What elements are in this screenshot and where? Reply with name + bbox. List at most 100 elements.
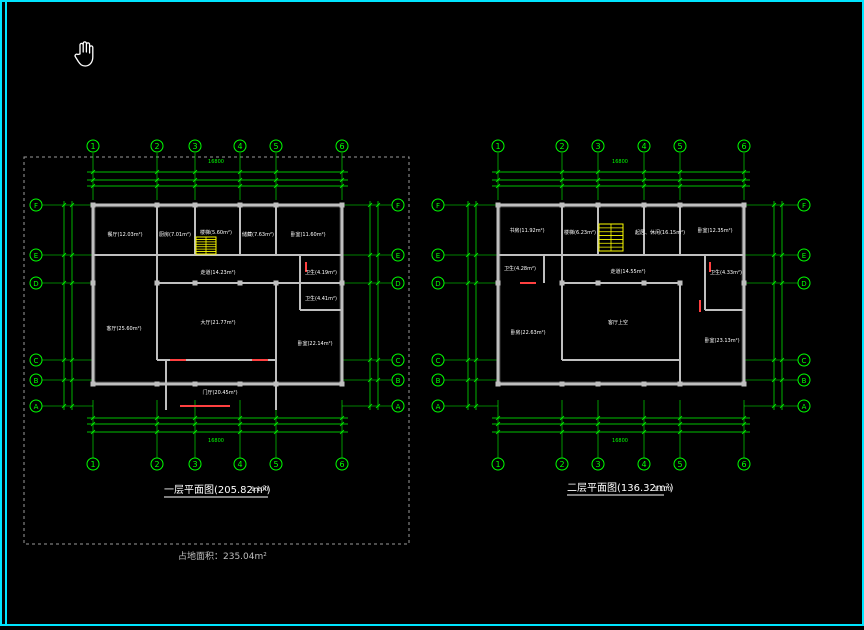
grid-bubble-row [29, 373, 43, 387]
grid-bubble-column [150, 139, 164, 153]
structural-column [559, 280, 565, 286]
grid-bubble-label: 4 [641, 142, 646, 151]
grid-bubble-column [269, 139, 283, 153]
grid-bubble-label: E [436, 252, 440, 260]
grid-bubble-column [86, 457, 100, 471]
grid-bubble-label: 3 [192, 142, 197, 151]
room-label: 楼梯(6.23m²) [564, 229, 596, 236]
grid-bubble-row [29, 248, 43, 262]
grid-bubble-label: 5 [677, 460, 682, 469]
grid-bubble-label: B [396, 377, 401, 385]
grid-bubble-label: E [802, 252, 806, 260]
plan1-dimensions [42, 153, 392, 458]
grid-bubble-label: E [396, 252, 400, 260]
plan1-room-labels: 餐厅(12.03m²)厨房(7.01m²)楼梯(5.60m²)储藏(7.63m²… [106, 229, 337, 396]
grid-bubble-column [555, 139, 569, 153]
grid-bubble-row [797, 373, 811, 387]
structural-column [90, 280, 96, 286]
exterior-wall-inner [499, 206, 743, 383]
plan1-site-area-note: 占地面积：235.04m² [178, 550, 267, 562]
grid-bubble-row [391, 248, 405, 262]
room-label: 卧室(23.13m²) [704, 337, 739, 344]
grid-bubble-column [188, 139, 202, 153]
grid-bubble-row [391, 353, 405, 367]
plan1-scale: 1:100 [251, 486, 268, 493]
grid-bubble-row [391, 373, 405, 387]
room-label: 书房(11.92m²) [509, 227, 544, 234]
grid-bubble-label: D [435, 280, 440, 288]
plan2-overall-width-bottom: 16800 [612, 438, 628, 444]
grid-bubble-label: B [802, 377, 807, 385]
grid-bubble-column [335, 457, 349, 471]
grid-bubble-column [737, 139, 751, 153]
plan1-floor-plan[interactable]: 餐厅(12.03m²)厨房(7.01m²)楼梯(5.60m²)储藏(7.63m²… [29, 139, 405, 562]
structural-column [154, 280, 160, 286]
grid-bubble-column [233, 139, 247, 153]
room-label: 卧室(22.14m²) [297, 340, 332, 347]
structural-column [741, 202, 747, 208]
structural-column [559, 202, 565, 208]
grid-bubble-label: 5 [273, 142, 278, 151]
room-label: 餐厅(12.03m²) [107, 231, 142, 238]
structural-column [677, 381, 683, 387]
plan2-stair [598, 223, 624, 252]
grid-bubble-label: 4 [641, 460, 646, 469]
structural-column [90, 381, 96, 387]
grid-bubble-row [797, 399, 811, 413]
room-label: 卫生(4.33m²) [710, 269, 742, 276]
grid-bubble-label: D [33, 280, 38, 288]
grid-bubble-row [797, 276, 811, 290]
plan2-floor-plan[interactable]: 书房(11.92m²)楼梯(6.23m²)起居、休闲(16.15m²)卧室(12… [431, 139, 811, 496]
plan1-stair [195, 236, 217, 255]
structural-column [595, 381, 601, 387]
grid-bubble-label: 6 [741, 460, 746, 469]
grid-bubble-label: 5 [677, 142, 682, 151]
grid-bubble-label: 6 [339, 142, 344, 151]
grid-bubble-label: B [436, 377, 441, 385]
grid-bubble-label: 4 [237, 460, 242, 469]
grid-bubble-column [233, 457, 247, 471]
room-label: 大厅(21.77m²) [200, 319, 235, 326]
grid-bubble-label: 1 [90, 460, 95, 469]
structural-column [677, 202, 683, 208]
grid-bubble-column [86, 139, 100, 153]
structural-column [237, 381, 243, 387]
grid-bubble-row [431, 276, 445, 290]
grid-bubble-row [391, 399, 405, 413]
plan2-overall-width-top: 16800 [612, 159, 628, 165]
grid-bubble-label: 6 [741, 142, 746, 151]
plan2-scale: 1:100 [654, 486, 671, 493]
grid-bubble-label: 3 [595, 142, 600, 151]
grid-bubble-label: 5 [273, 460, 278, 469]
room-label: 门厅(20.45m²) [202, 389, 237, 396]
structural-column [90, 202, 96, 208]
structural-column [495, 280, 501, 286]
plan2-room-labels: 书房(11.92m²)楼梯(6.23m²)起居、休闲(16.15m²)卧室(12… [504, 227, 742, 344]
structural-column [273, 202, 279, 208]
grid-bubble-row [797, 198, 811, 212]
structural-column [677, 280, 683, 286]
structural-column [495, 381, 501, 387]
structural-column [237, 202, 243, 208]
grid-bubble-label: C [802, 357, 807, 365]
grid-bubble-label: F [34, 202, 38, 210]
grid-bubble-label: B [34, 377, 39, 385]
grid-bubble-label: A [34, 403, 39, 411]
grid-bubble-column [673, 457, 687, 471]
grid-bubble-column [491, 457, 505, 471]
grid-bubble-label: C [436, 357, 441, 365]
room-label: 起居、休闲(16.15m²) [635, 229, 685, 236]
hand-pan-icon [74, 41, 94, 67]
grid-bubble-row [391, 198, 405, 212]
structural-column [741, 280, 747, 286]
grid-bubble-column [269, 457, 283, 471]
grid-bubble-column [591, 139, 605, 153]
grid-bubble-column [491, 139, 505, 153]
grid-bubble-row [391, 276, 405, 290]
grid-bubble-row [29, 399, 43, 413]
structural-column [595, 280, 601, 286]
room-label: 卧室(11.60m²) [290, 231, 325, 238]
